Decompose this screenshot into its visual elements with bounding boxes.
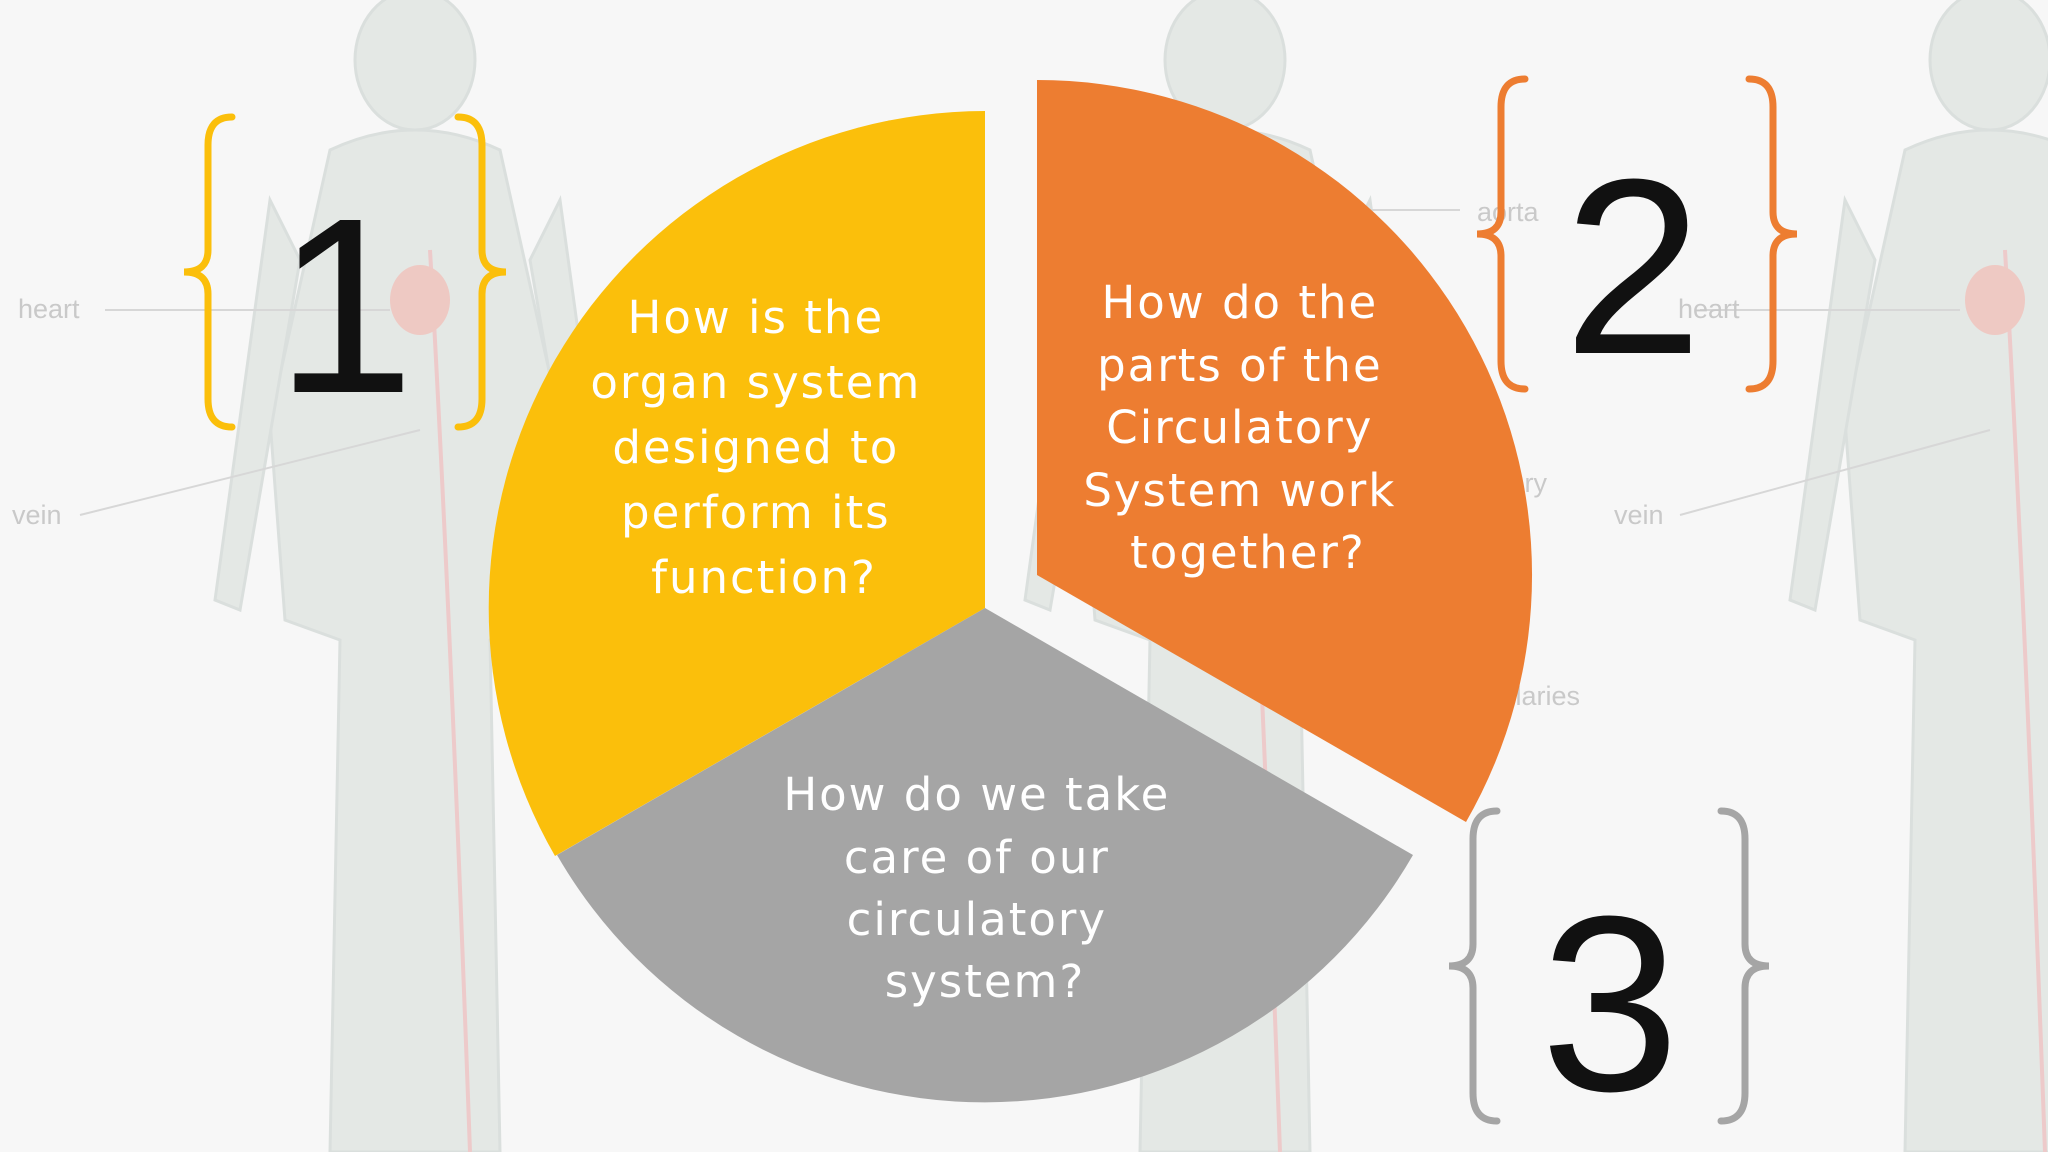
segment-1-question: How is the organ system designed to perf… bbox=[590, 291, 937, 604]
segment-2-wedge bbox=[1037, 80, 1533, 822]
segment-2-question: How do the parts of the Circulatory Syst… bbox=[1083, 276, 1412, 579]
label-vein-left: vein bbox=[12, 500, 62, 530]
label-heart-right: heart bbox=[1678, 294, 1740, 324]
label-vein-right: vein bbox=[1614, 500, 1664, 530]
segment-3-number: 3 bbox=[1540, 864, 1679, 1143]
label-aorta: aorta bbox=[1477, 197, 1540, 227]
segment-1-brackets bbox=[183, 113, 507, 431]
segment-3-wedge bbox=[557, 608, 1413, 1103]
segment-3-question: How do we take care of our circulatory s… bbox=[783, 768, 1186, 1008]
label-heart-left: heart bbox=[18, 294, 80, 324]
segment-3-brackets bbox=[1448, 807, 1770, 1125]
segment-1-wedge bbox=[488, 111, 985, 856]
segment-2-number: 2 bbox=[1563, 127, 1702, 406]
segment-2-brackets bbox=[1476, 75, 1798, 393]
segment-1-number: 1 bbox=[275, 166, 414, 445]
body-figure-left bbox=[213, 0, 617, 1152]
body-figure-right bbox=[1788, 0, 2048, 1152]
